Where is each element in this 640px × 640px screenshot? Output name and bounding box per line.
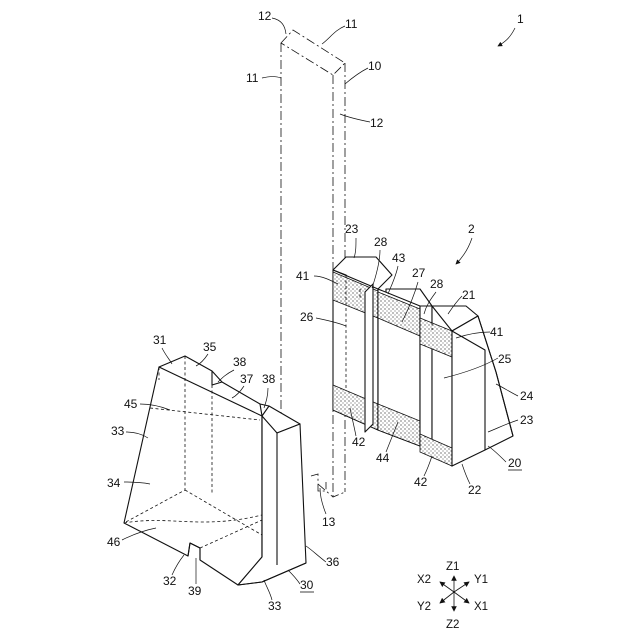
label-41-a: 41 [296, 269, 310, 283]
label-38-a: 38 [233, 355, 247, 369]
label-28-a: 28 [374, 235, 388, 249]
label-11-left: 11 [246, 71, 259, 85]
label-30: 30 [300, 578, 314, 592]
label-42-a: 42 [352, 435, 366, 449]
x2-arrow [440, 582, 454, 592]
axis-x1: X1 [474, 601, 488, 613]
label-28-b: 28 [430, 277, 444, 291]
label-27: 27 [412, 266, 426, 280]
label-1: 1 [517, 12, 524, 26]
label-41-b: 41 [490, 325, 504, 339]
axis-z2: Z2 [446, 619, 459, 631]
label-37: 37 [240, 372, 254, 386]
label-35: 35 [203, 340, 217, 354]
x1-arrow [454, 592, 469, 603]
label-2: 2 [468, 222, 475, 236]
label-33-a: 33 [111, 424, 125, 438]
axis-y2: Y2 [417, 601, 431, 613]
label-45: 45 [124, 397, 138, 411]
label-12-top: 12 [258, 9, 272, 23]
label-44: 44 [376, 451, 390, 465]
label-22: 22 [468, 483, 482, 497]
block-30 [124, 356, 306, 585]
label-11-top: 11 [345, 17, 358, 31]
label-36: 36 [326, 555, 340, 569]
label-21: 21 [462, 288, 476, 302]
y1-arrow [454, 582, 469, 592]
label-42-b: 42 [414, 475, 428, 489]
label-20: 20 [508, 456, 522, 470]
label-23-right: 23 [520, 413, 534, 427]
label-34: 34 [107, 476, 121, 490]
axis-triad: Z1 Z2 X2 Y1 Y2 X1 [417, 561, 488, 631]
label-25: 25 [498, 352, 512, 366]
axis-z1: Z1 [446, 561, 459, 573]
label-31: 31 [153, 333, 167, 347]
label-10: 10 [368, 59, 382, 73]
label-43: 43 [392, 251, 406, 265]
label-23-top: 23 [345, 222, 359, 236]
axis-y1: Y1 [474, 574, 488, 586]
y2-arrow [440, 592, 454, 603]
label-46: 46 [107, 535, 121, 549]
label-32: 32 [163, 574, 177, 588]
label-26: 26 [300, 310, 314, 324]
label-39: 39 [188, 584, 202, 598]
label-33-b: 33 [268, 599, 282, 613]
label-24: 24 [520, 389, 534, 403]
label-13: 13 [322, 515, 336, 529]
label-12-right: 12 [370, 116, 384, 130]
label-38-b: 38 [262, 372, 276, 386]
axis-x2: X2 [417, 574, 431, 586]
